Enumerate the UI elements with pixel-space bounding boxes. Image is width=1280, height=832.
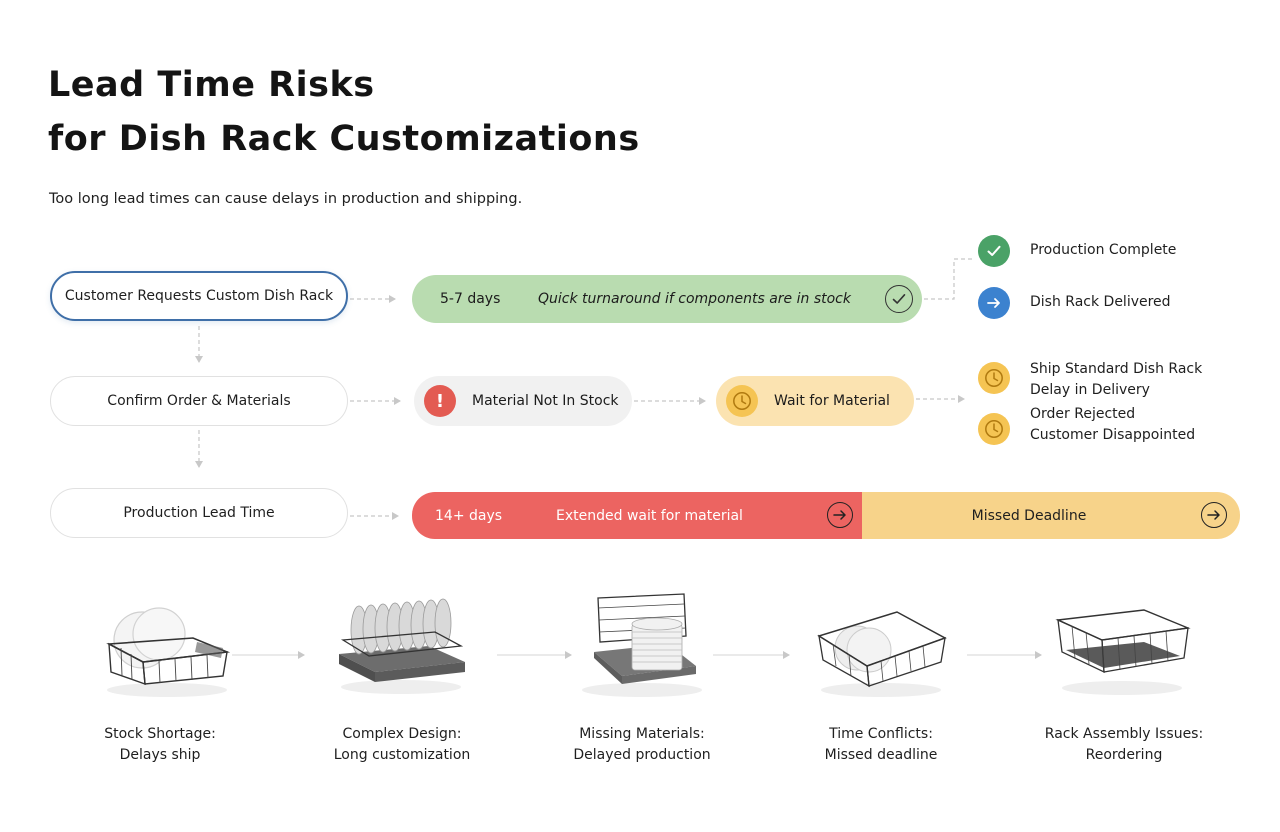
dish-rack-plates-image	[97, 592, 237, 702]
title-line-2: for Dish Rack Customizations	[48, 119, 640, 159]
clock-icon	[978, 362, 1010, 394]
risk-detail: Delayed production	[573, 747, 711, 763]
outcome-detail: Customer Disappointed	[1030, 427, 1196, 443]
stage-label: Confirm Order & Materials	[107, 393, 291, 409]
outcome-order-rejected: Order Rejected Customer Disappointed	[978, 404, 1195, 446]
wait-material-pill[interactable]: Wait for Material	[716, 376, 914, 426]
risk-detail: Reordering	[1085, 747, 1163, 763]
outcome-dish-rack-delivered: Dish Rack Delivered	[978, 287, 1171, 319]
missed-deadline-bar[interactable]: Missed Deadline	[838, 492, 1240, 539]
outcome-label: Dish Rack Delivered	[1030, 294, 1171, 310]
risk-caption: Time Conflicts: Missed deadline	[781, 724, 981, 766]
extended-wait-bar[interactable]: 14+ days Extended wait for material	[412, 492, 862, 539]
stage-label: Customer Requests Custom Dish Rack	[64, 288, 334, 304]
risk-title: Time Conflicts:	[829, 726, 933, 742]
risk-title: Missing Materials:	[579, 726, 705, 742]
outcome-detail: Delay in Delivery	[1030, 382, 1150, 398]
stage-production-lead-time[interactable]: Production Lead Time	[50, 488, 348, 538]
wait-material-label: Wait for Material	[774, 393, 890, 409]
slow-path-note: Extended wait for material	[556, 507, 743, 524]
arrow-right-icon	[1201, 502, 1227, 528]
material-issue-pill[interactable]: ! Material Not In Stock	[414, 376, 632, 426]
outcome-production-complete: Production Complete	[978, 235, 1176, 267]
risk-title: Complex Design:	[342, 726, 462, 742]
dish-rack-stacked-plates-image	[572, 592, 712, 702]
risk-detail: Missed deadline	[824, 747, 938, 763]
exclamation-icon: !	[424, 385, 456, 417]
stage-confirm-order[interactable]: Confirm Order & Materials	[50, 376, 348, 426]
risk-caption: Complex Design: Long customization	[302, 724, 502, 766]
dish-rack-empty-image	[1052, 592, 1192, 702]
fast-path-days: 5-7 days	[440, 291, 501, 307]
risk-title: Rack Assembly Issues:	[1044, 726, 1204, 742]
slow-path-days: 14+ days	[435, 507, 503, 524]
risk-caption: Stock Shortage: Delays ship	[60, 724, 260, 766]
outcome-title: Order Rejected	[1030, 406, 1136, 422]
fast-path-pill[interactable]: 5-7 days Quick turnaround if components …	[412, 275, 922, 323]
stage-customer-request[interactable]: Customer Requests Custom Dish Rack	[50, 271, 348, 321]
risk-caption: Missing Materials: Delayed production	[542, 724, 742, 766]
title-line-1: Lead Time Risks	[48, 65, 375, 105]
stage-label: Production Lead Time	[123, 505, 275, 521]
page-subtitle: Too long lead times can cause delays in …	[49, 191, 523, 207]
fast-path-note: Quick turnaround if components are in st…	[538, 291, 851, 307]
risk-title: Stock Shortage:	[104, 726, 216, 742]
outcome-title: Ship Standard Dish Rack	[1030, 361, 1203, 377]
risk-detail: Delays ship	[119, 747, 201, 763]
risk-detail: Long customization	[333, 747, 471, 763]
risk-caption: Rack Assembly Issues: Reordering	[1024, 724, 1224, 766]
check-icon	[978, 235, 1010, 267]
dish-rack-drainboard-image	[331, 592, 471, 702]
connector-fast-to-outcomes	[924, 258, 972, 300]
arrow-right-icon	[827, 502, 853, 528]
material-issue-label: Material Not In Stock	[472, 393, 619, 409]
clock-icon	[726, 385, 758, 417]
outcome-ship-standard: Ship Standard Dish Rack Delay in Deliver…	[978, 359, 1202, 401]
page-title: Lead Time Risks for Dish Rack Customizat…	[48, 58, 640, 166]
arrow-right-icon	[978, 287, 1010, 319]
clock-icon	[978, 413, 1010, 445]
outcome-label: Production Complete	[1030, 242, 1177, 258]
dish-rack-wire-plates-image	[811, 592, 951, 702]
missed-deadline-label: Missed Deadline	[971, 507, 1087, 524]
check-circle-icon	[885, 285, 913, 313]
